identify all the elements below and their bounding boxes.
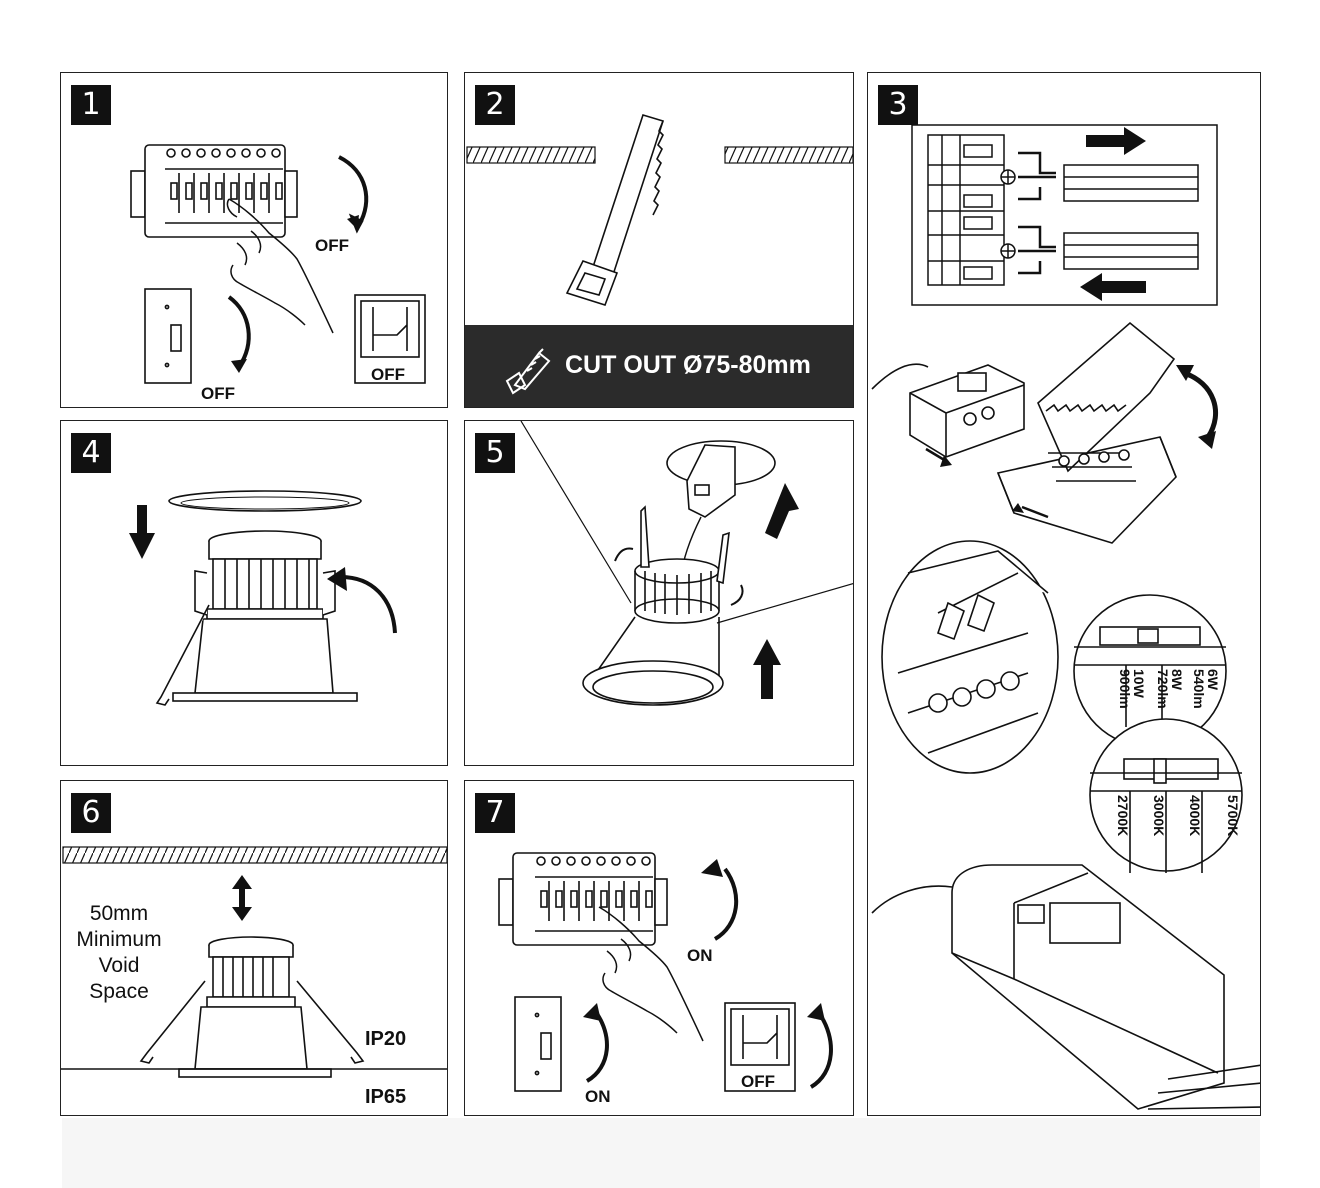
cct-option-4000k: 4000K: [1187, 795, 1203, 837]
step-6-panel: 6 50mm Minimum Void Space IP20 IP65: [60, 780, 448, 1116]
ip65-label: IP65: [365, 1086, 407, 1108]
arrow-icon: [1080, 127, 1146, 301]
step-7-panel: 7: [464, 780, 854, 1116]
step-number: 3: [878, 85, 918, 125]
step-number: 4: [71, 433, 111, 473]
wattage-option-6w: 6W 540lm: [1191, 669, 1221, 709]
step-number: 1: [71, 85, 111, 125]
step-number: 2: [475, 85, 515, 125]
step-5-panel: 5: [464, 420, 854, 766]
wattage-option-10w: 10W 900lm: [1117, 669, 1147, 709]
breaker-on-label: ON: [687, 946, 713, 965]
ip20-label: IP20: [365, 1028, 407, 1050]
bezel-ring: [168, 490, 362, 512]
isolator-icon: [724, 1002, 796, 1092]
cct-option-5700k: 5700K: [1225, 795, 1241, 837]
step-3-illustration: [871, 124, 1260, 1110]
arrow-icon: [129, 505, 155, 559]
step-3-panel: 3: [867, 72, 1261, 1116]
breaker-icon: [130, 144, 298, 238]
saw-icon: [565, 114, 665, 306]
arrow-icon: [809, 1011, 833, 1089]
switch-off-label: OFF: [201, 384, 235, 403]
void-space-label: 50mm Minimum Void Space: [76, 902, 162, 1003]
step-4-illustration: [129, 490, 397, 706]
step-1-illustration: [130, 144, 426, 384]
terminal-block-icon: [911, 124, 1218, 306]
ceiling-left: [466, 146, 596, 164]
arrow-icon: [713, 867, 739, 941]
driver-box-icon: [871, 321, 1177, 544]
step-5-illustration: [520, 421, 853, 706]
step-4-panel: 4: [60, 420, 448, 766]
isolator-off-label: OFF: [741, 1072, 775, 1091]
downlight-icon: [139, 936, 365, 1078]
step-number: 5: [475, 433, 515, 473]
hand-icon: [598, 906, 704, 1042]
step-6-illustration: [61, 846, 447, 1078]
breaker-off-label: OFF: [315, 236, 349, 255]
arrow-icon: [227, 295, 251, 369]
arrow-icon: [338, 155, 369, 227]
arrow-icon: [925, 447, 1049, 519]
arrow-icon: [585, 1009, 609, 1083]
cct-option-2700k: 2700K: [1115, 795, 1131, 837]
arrow-icon: [614, 547, 744, 606]
wall-switch-icon: [514, 996, 562, 1092]
terminal-zoom-circle: [881, 540, 1059, 774]
arrow-icon: [232, 875, 252, 921]
arrow-icon: [340, 575, 397, 634]
ceiling-right: [724, 146, 853, 164]
driver-box-icon: [871, 864, 1260, 1110]
hand-icon: [226, 198, 334, 334]
downlight-icon: [155, 530, 358, 706]
breaker-icon: [498, 852, 668, 946]
step-7-illustration: [498, 852, 833, 1092]
downlight-icon: [582, 505, 730, 706]
cut-out-banner: CUT OUT Ø75-80mm: [465, 325, 853, 407]
step-2-illustration: [466, 114, 853, 306]
step-number: 7: [475, 793, 515, 833]
step-1-panel: 1: [60, 72, 448, 408]
isolator-icon: [354, 294, 426, 384]
page-footer-band: [62, 1118, 1260, 1188]
wattage-option-8w: 8W 720lm: [1155, 669, 1185, 709]
driver-box-icon: [686, 444, 736, 518]
step-2-panel: 2 CUT OUT Ø75-80mm: [464, 72, 854, 408]
arrow-icon: [1183, 370, 1219, 439]
isolator-off-label: OFF: [371, 365, 405, 384]
wall-switch-icon: [144, 288, 192, 384]
step-number: 6: [71, 793, 111, 833]
cut-out-label: CUT OUT Ø75-80mm: [565, 351, 811, 379]
arrow-icon: [753, 483, 799, 699]
cct-option-3000k: 3000K: [1151, 795, 1167, 837]
ceiling-upper: [62, 846, 447, 864]
switch-on-label: ON: [585, 1087, 611, 1106]
saw-icon: [505, 348, 551, 395]
